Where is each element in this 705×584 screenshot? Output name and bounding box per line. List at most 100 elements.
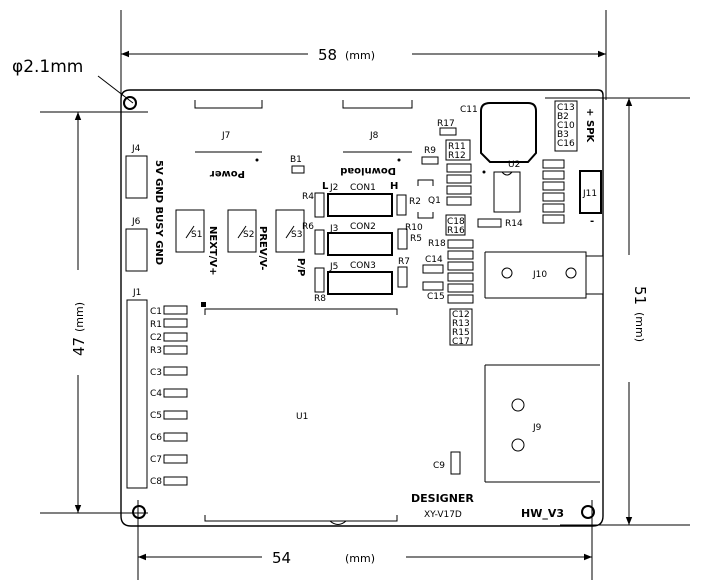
label-download: Download [340, 165, 396, 176]
resistor-r17 [439, 127, 457, 136]
resistor-r6 [314, 229, 325, 255]
label-spk: SPK [584, 120, 595, 144]
label-c14: C14 [425, 255, 443, 265]
resistor-r14 [477, 218, 502, 228]
capacitor-c9 [450, 451, 461, 475]
label-r5: R5 [410, 234, 422, 244]
dim-width-bottom-value: 54 [272, 549, 291, 567]
svg-text:R11: R11 [448, 142, 466, 152]
dim-width-bottom-unit: (mm) [345, 552, 375, 565]
label-r2: R2 [409, 197, 421, 207]
label-r8: R8 [314, 294, 326, 304]
label-designer: DESIGNER [411, 492, 474, 505]
smd-stack-right [542, 159, 565, 224]
board-outline [120, 89, 604, 527]
label-r7: R7 [398, 257, 410, 267]
svg-text:J10: J10 [532, 270, 547, 280]
label-r18: R18 [428, 239, 446, 249]
connector-j3 [327, 232, 393, 256]
connector-j8: J8 [342, 100, 413, 153]
resistor-r2 [396, 194, 407, 216]
svg-text:S3: S3 [291, 230, 302, 240]
svg-text:C2: C2 [150, 333, 162, 343]
label-spk-minus: - [590, 216, 594, 227]
label-con2: CON2 [350, 222, 376, 232]
resistor-r9 [421, 156, 439, 165]
transistor-q1-bot [417, 212, 434, 219]
svg-text:S2: S2 [243, 230, 254, 240]
svg-text:U1: U1 [296, 412, 308, 422]
label-next: NEXT/V+ [207, 226, 218, 276]
transistor-q1-top [417, 179, 434, 186]
switch-s1: S1 [175, 209, 205, 253]
svg-text:C18: C18 [447, 217, 465, 227]
smd-column-left: C1 R1 C2 R3 C3 C4 C5 C6 C7 C8 [150, 305, 188, 487]
label-j11: J11 [582, 189, 597, 199]
dimension-labels: 58 (mm) 54 (mm) 47 (mm) 51 (mm) φ2.1mm [12, 46, 649, 567]
dim-width-top-unit: (mm) [345, 49, 375, 62]
label-r17: R17 [437, 119, 455, 129]
module-u1: U1 [201, 302, 398, 525]
label-model: XY-V17D [424, 510, 462, 520]
dim-height-right-unit: (mm) [633, 312, 646, 342]
resistor-r5 [397, 228, 408, 250]
label-u2: U2 [508, 160, 520, 170]
resistor-r4 [314, 192, 325, 218]
label-power: Power [210, 168, 245, 179]
svg-text:C1: C1 [150, 307, 162, 317]
label-pp: P/P [295, 258, 306, 276]
label-H: H [390, 181, 398, 192]
switch-s2: S2 [227, 209, 257, 253]
svg-text:J7: J7 [221, 131, 230, 141]
svg-text:R12: R12 [448, 151, 466, 161]
svg-text:R13: R13 [452, 319, 470, 329]
svg-text:B3: B3 [557, 130, 569, 140]
svg-text:C10: C10 [557, 121, 575, 131]
svg-text:R16: R16 [447, 226, 465, 236]
connector-j9: J9 [484, 364, 600, 483]
label-box-c13-c16 [554, 100, 578, 152]
svg-text:C13: C13 [557, 103, 575, 113]
connector-j7: J7 [194, 100, 263, 153]
chip-u2 [493, 171, 521, 213]
dim-hole-label: φ2.1mm [12, 57, 83, 77]
label-prev: PREV/V- [257, 226, 268, 270]
svg-text:B2: B2 [557, 112, 569, 122]
component-b1 [291, 165, 305, 174]
dim-height-left-unit: (mm) [73, 302, 86, 332]
label-box-r11-r12 [445, 139, 471, 161]
connector-j2 [327, 193, 393, 217]
label-box-c18-r16 [445, 214, 466, 236]
resistor-r8 [314, 267, 325, 293]
label-c15: C15 [427, 292, 445, 302]
svg-text:C3: C3 [150, 368, 162, 378]
label-j1: J1 [132, 288, 141, 298]
svg-text:C4: C4 [150, 389, 162, 399]
capacitor-c11 [480, 102, 537, 163]
label-b1: B1 [290, 155, 302, 165]
label-spk-plus: + [584, 108, 595, 116]
label-j4: J4 [131, 144, 141, 154]
dim-height-right-value: 51 [631, 286, 649, 305]
dimension-lines [40, 10, 690, 580]
header-j1 [126, 299, 148, 489]
capacitor-c14 [422, 264, 444, 274]
label-con1: CON1 [350, 183, 376, 193]
svg-text:C6: C6 [150, 433, 162, 443]
svg-text:R15: R15 [452, 328, 470, 338]
label-j6: J6 [131, 217, 141, 227]
label-con3: CON3 [350, 261, 376, 271]
label-c11: C11 [460, 105, 478, 115]
svg-text:R3: R3 [150, 346, 162, 356]
svg-text:C8: C8 [150, 477, 162, 487]
label-L: L [322, 181, 329, 192]
mounting-holes [123, 96, 595, 519]
label-r9: R9 [424, 146, 436, 156]
switch-s3: S3 [275, 209, 305, 253]
connector-j5 [327, 271, 393, 295]
label-j2: J2 [329, 183, 338, 193]
svg-text:C17: C17 [452, 337, 470, 347]
label-hw: HW_V3 [521, 507, 564, 520]
svg-text:C16: C16 [557, 139, 575, 149]
label-r10: R10 [405, 223, 423, 233]
